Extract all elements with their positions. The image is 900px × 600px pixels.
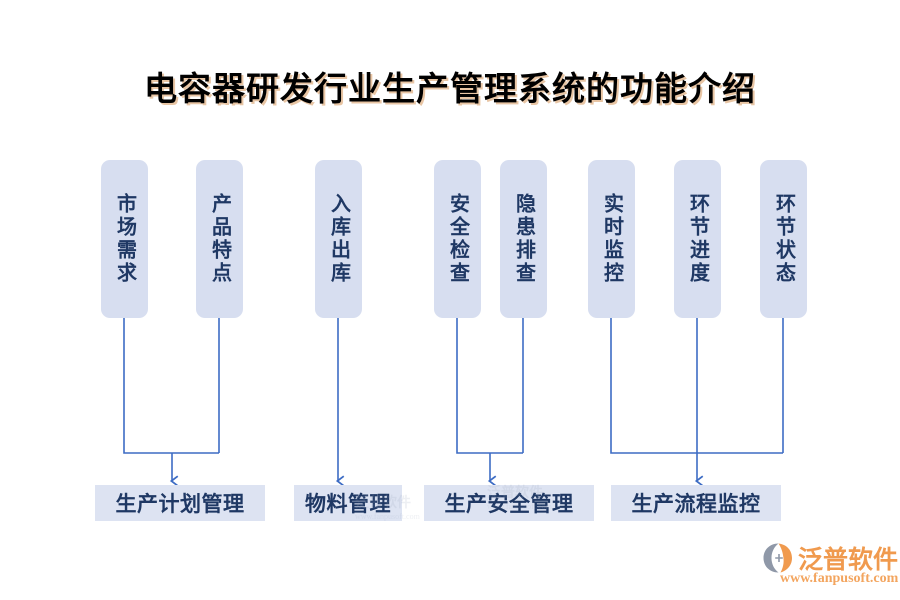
fanpu-logo-icon (763, 543, 792, 573)
feature-box-label: 环节进度 (686, 193, 709, 285)
module-box-label: 生产流程监控 (631, 493, 761, 516)
feature-box-realtime-monitoring[interactable]: 实时监控 (588, 160, 635, 318)
module-box-production-plan-management[interactable]: 生产计划管理 (95, 485, 265, 521)
feature-box-label: 实时监控 (600, 193, 623, 285)
feature-box-product-features[interactable]: 产品特点 (196, 160, 243, 318)
feature-box-label: 隐患排查 (512, 193, 535, 285)
feature-box-step-status[interactable]: 环节状态 (760, 160, 807, 318)
logo-url-text: www.fanpusoft.com (780, 571, 899, 586)
module-box-label: 生产计划管理 (115, 493, 245, 516)
feature-box-label: 产品特点 (208, 193, 231, 285)
module-box-production-process-monitoring[interactable]: 生产流程监控 (611, 485, 781, 521)
feature-box-step-progress[interactable]: 环节进度 (674, 160, 721, 318)
module-box-label: 物料管理 (305, 493, 391, 516)
brand-logo[interactable]: 泛普软件 www.fanpusoft.com (762, 540, 898, 592)
feature-box-label: 入库出库 (327, 193, 350, 285)
module-box-material-management[interactable]: 物料管理 (294, 485, 402, 521)
feature-box-hazard-investigation[interactable]: 隐患排查 (500, 160, 547, 318)
logo-brand-text: 泛普软件 (798, 546, 899, 574)
feature-box-label: 安全检查 (446, 193, 469, 285)
feature-box-safety-inspection[interactable]: 安全检查 (434, 160, 481, 318)
feature-box-market-demand[interactable]: 市场需求 (101, 160, 148, 318)
feature-box-inbound-outbound[interactable]: 入库出库 (315, 160, 362, 318)
module-box-production-safety-management[interactable]: 生产安全管理 (424, 485, 594, 521)
feature-box-label: 环节状态 (772, 193, 795, 285)
module-box-label: 生产安全管理 (444, 493, 574, 516)
page-title: 电容器研发行业生产管理系统的功能介绍 (144, 70, 756, 107)
feature-box-label: 市场需求 (113, 193, 136, 285)
